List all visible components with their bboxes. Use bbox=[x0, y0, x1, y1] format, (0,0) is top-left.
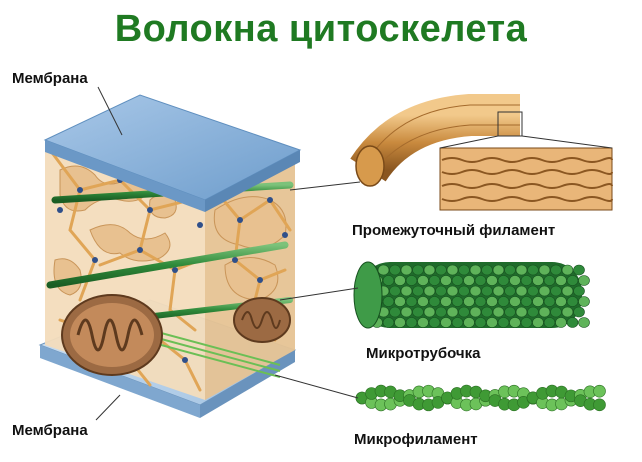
microfilament-label: Микрофиламент bbox=[354, 431, 478, 448]
leader-lines bbox=[95, 86, 361, 421]
intermediate-filament-label: Промежуточный филамент bbox=[352, 222, 556, 239]
membrane-bottom-label: Мембрана bbox=[12, 422, 88, 439]
microtubule-label: Микротрубочка bbox=[366, 345, 481, 362]
mitochondrion-small bbox=[233, 297, 291, 343]
cell-block bbox=[38, 94, 302, 418]
intermediate-filament-illustration bbox=[350, 94, 613, 211]
mitochondrion bbox=[61, 294, 163, 376]
diagram-title: Волокна цитоскелета bbox=[114, 8, 528, 50]
microtubule-illustration bbox=[353, 261, 590, 329]
filament-nodes bbox=[57, 177, 288, 363]
microfilament-illustration bbox=[355, 384, 606, 412]
membrane-top-label: Мембрана bbox=[12, 70, 88, 87]
microfilaments-in-cell bbox=[149, 329, 281, 378]
